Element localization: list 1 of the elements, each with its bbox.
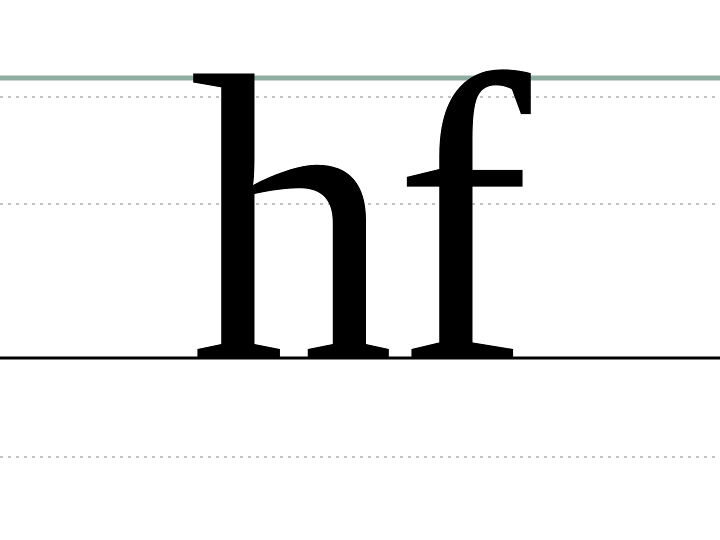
specimen-letters: hf bbox=[189, 15, 531, 425]
